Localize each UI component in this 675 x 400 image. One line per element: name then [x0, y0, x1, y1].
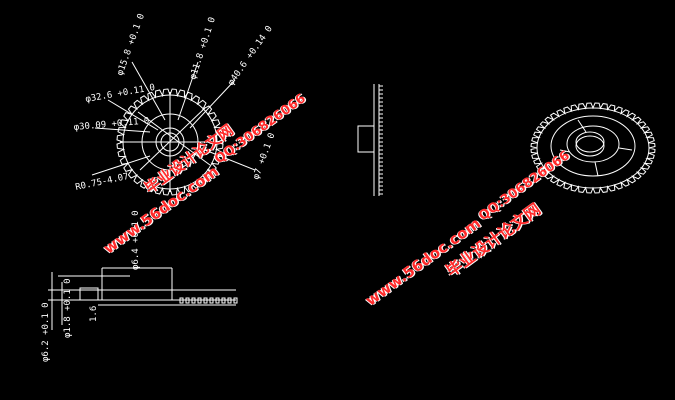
gear-isometric-view [530, 102, 656, 194]
section-tooth [227, 297, 232, 304]
dim-label: φ30.09 +0.11 0 [73, 116, 149, 133]
section-tooth [179, 297, 184, 304]
dim-label: φ11.8 +0.1 0 [188, 16, 218, 81]
gear-side-view [357, 84, 383, 196]
section-tooth [197, 297, 202, 304]
section-tooth [215, 297, 220, 304]
section-tooth [203, 297, 208, 304]
dim-label: φ6.4 +0.1 0 [131, 210, 141, 270]
section-tooth [233, 297, 238, 304]
dim-label: 1.6 [89, 306, 99, 322]
dim-label: φ6.2 +0.1 0 [41, 302, 51, 362]
dim-label: φ40.6 +0.14 0 [226, 24, 275, 87]
dim-label: φ15.8 +0.1 0 [115, 12, 147, 77]
gear-section-view [48, 267, 238, 330]
dim-label: R0.75-4.07 [75, 172, 130, 193]
gear-front-view [91, 61, 256, 196]
section-view-dimensions: φ6.4 +0.1 0 φ1.8 +0.1 0 φ6.2 +0.1 0 1.6 [41, 210, 141, 362]
section-tooth [191, 297, 196, 304]
section-tooth [185, 297, 190, 304]
section-tooth [221, 297, 226, 304]
section-tooth [209, 297, 214, 304]
dim-label: φ1.8 +0.1 0 [63, 278, 73, 338]
